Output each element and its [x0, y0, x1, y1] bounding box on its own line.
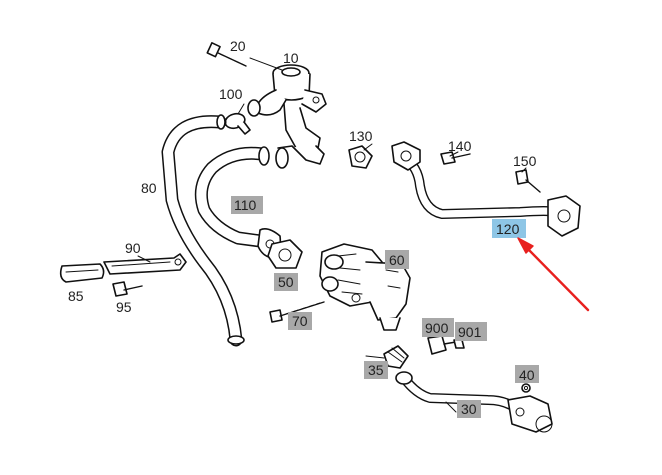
part-70-bolt[interactable] — [269, 301, 325, 323]
leader-lines — [137, 57, 527, 413]
label-100[interactable]: 100 — [219, 86, 243, 102]
part-100-hose-clamp[interactable] — [224, 112, 251, 135]
part-90-bracket[interactable] — [103, 253, 187, 275]
part-30-pipe[interactable] — [395, 371, 553, 433]
label-95[interactable]: 95 — [116, 299, 132, 315]
label-130[interactable]: 130 — [349, 128, 373, 144]
label-80[interactable]: 80 — [141, 180, 157, 196]
part-10-vacuum-valve[interactable] — [247, 64, 327, 169]
label-900[interactable]: 900 — [425, 320, 449, 336]
part-80-hose[interactable] — [161, 114, 245, 347]
label-30[interactable]: 30 — [461, 401, 477, 417]
label-90[interactable]: 90 — [125, 240, 141, 256]
label-120[interactable]: 120 — [496, 221, 520, 237]
label-10[interactable]: 10 — [283, 50, 299, 66]
label-140[interactable]: 140 — [448, 138, 472, 154]
part-901-fitting[interactable] — [453, 339, 465, 349]
label-150[interactable]: 150 — [513, 153, 537, 169]
part-60-egr-valve[interactable] — [319, 243, 411, 331]
selection-arrow — [517, 237, 590, 312]
part-40-nut[interactable] — [521, 383, 531, 393]
part-50-gasket[interactable] — [267, 239, 303, 269]
highlight-boxes — [231, 196, 539, 418]
part-85-clip[interactable] — [59, 263, 105, 283]
part-130-gasket[interactable] — [348, 145, 373, 169]
label-85[interactable]: 85 — [68, 288, 84, 304]
label-110[interactable]: 110 — [234, 197, 257, 213]
part-20-bolt[interactable] — [206, 42, 247, 67]
part-120-pipe[interactable] — [391, 141, 581, 237]
label-901[interactable]: 901 — [458, 324, 482, 340]
label-20[interactable]: 20 — [230, 38, 246, 54]
part-labels: 20 10 100 130 140 150 80 110 120 90 60 5… — [68, 38, 537, 417]
label-60[interactable]: 60 — [389, 252, 405, 268]
label-35[interactable]: 35 — [368, 362, 384, 378]
label-70[interactable]: 70 — [292, 313, 308, 329]
part-900-sensor[interactable] — [427, 335, 457, 355]
label-50[interactable]: 50 — [278, 274, 294, 290]
part-95-bolt[interactable] — [112, 281, 143, 297]
label-40[interactable]: 40 — [519, 367, 535, 383]
part-150-bolt[interactable] — [515, 169, 541, 193]
